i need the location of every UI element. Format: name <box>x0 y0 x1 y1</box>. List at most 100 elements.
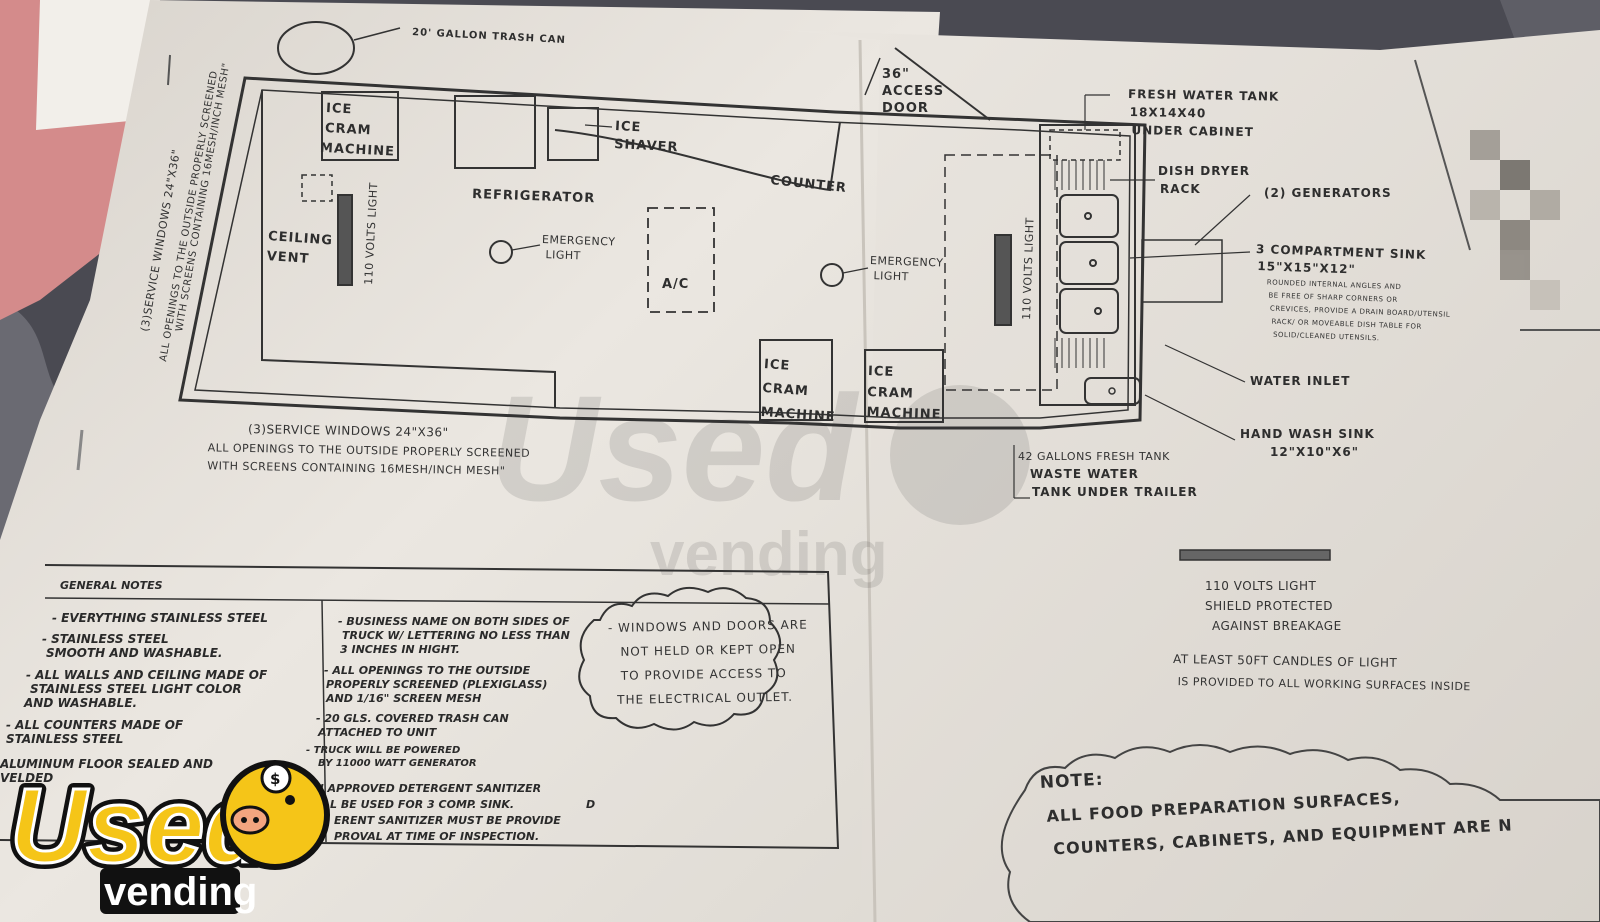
refrigerator-label: REFRIGERATOR <box>472 187 596 206</box>
used-vending-logo: Used Used $ vending <box>4 760 330 914</box>
svg-text:WASTE WATER: WASTE WATER <box>1030 467 1139 481</box>
svg-text:NOT HELD OR KEPT OPEN: NOT HELD OR KEPT OPEN <box>620 642 796 659</box>
ice-cream-machine-2 <box>759 339 833 421</box>
service-windows-bottom-label: (3)SERVICE WINDOWS 24"X36" ALL OPENINGS … <box>207 422 531 477</box>
windows-doors-cloud <box>578 586 781 731</box>
svg-text:SHAVER: SHAVER <box>614 137 679 155</box>
svg-text:AND 1/16" SCREEN MESH: AND 1/16" SCREEN MESH <box>325 692 481 705</box>
floor-plan <box>178 21 1251 499</box>
svg-text:CRAM: CRAM <box>867 385 914 402</box>
svg-text:SMOOTH AND WASHABLE.: SMOOTH AND WASHABLE. <box>46 646 222 660</box>
svg-text:MACHINE: MACHINE <box>760 405 836 425</box>
svg-text:$: $ <box>270 770 280 788</box>
hand-wash-sink <box>1084 377 1141 405</box>
svg-text:36": 36" <box>882 67 910 82</box>
svg-text:CEILING: CEILING <box>268 229 334 248</box>
fresh-water-tank-label: FRESH WATER TANK 18X14X40 UNDER CABINET <box>1128 87 1279 139</box>
generators <box>1141 239 1223 303</box>
svg-text:AT LEAST 50FT CANDLES OF LIGHT: AT LEAST 50FT CANDLES OF LIGHT <box>1173 652 1398 670</box>
staple-top <box>167 54 171 86</box>
svg-text:ICE: ICE <box>326 101 353 117</box>
three-compartment-sink <box>1059 194 1119 334</box>
white-card <box>36 0 160 130</box>
general-notes-col1: - EVERYTHING STAINLESS STEEL - STAINLESS… <box>0 611 268 785</box>
hand-wash-sink-label: HAND WASH SINK 12"X10"X6" <box>1240 427 1375 459</box>
svg-text:- 20 GLS. COVERED TRASH CAN: - 20 GLS. COVERED TRASH CAN <box>316 712 509 725</box>
counter-top <box>554 121 841 192</box>
ceiling-vent-label: CEILING VENT <box>266 229 334 267</box>
svg-text:- WINDOWS AND DOORS ARE: - WINDOWS AND DOORS ARE <box>608 618 808 635</box>
light-fixture-right <box>994 234 1012 326</box>
svg-text:ATTACHED TO UNIT: ATTACHED TO UNIT <box>317 726 438 739</box>
svg-text:12"X10"X6": 12"X10"X6" <box>1270 445 1359 459</box>
counter-left <box>261 90 556 408</box>
svg-text:TRUCK W/ LETTERING NO LESS THA: TRUCK W/ LETTERING NO LESS THAN <box>342 629 570 642</box>
svg-text:CRAM: CRAM <box>762 381 809 399</box>
svg-text:FRESH WATER TANK: FRESH WATER TANK <box>1128 87 1279 104</box>
ceiling-vent-icon <box>301 174 333 202</box>
refrigerator <box>454 95 536 169</box>
svg-text:3 COMPARTMENT SINK: 3 COMPARTMENT SINK <box>1256 242 1427 262</box>
access-door-swing <box>894 47 991 121</box>
candles-note: AT LEAST 50FT CANDLES OF LIGHT IS PROVID… <box>1173 652 1471 693</box>
svg-text:3 INCHES IN HIGHT.: 3 INCHES IN HIGHT. <box>340 643 460 656</box>
svg-text:BY 11000 WATT GENERATOR: BY 11000 WATT GENERATOR <box>318 758 477 769</box>
svg-text:- ALL COUNTERS MADE OF: - ALL COUNTERS MADE OF <box>6 718 184 732</box>
svg-text:ALUMINUM FLOOR SEALED AND: ALUMINUM FLOOR SEALED AND <box>0 757 213 771</box>
svg-text:VENT: VENT <box>266 249 310 267</box>
svg-text:- ALL WALLS AND CEILING MADE O: - ALL WALLS AND CEILING MADE OF <box>26 668 268 682</box>
svg-text:EMERGENCY: EMERGENCY <box>870 254 944 270</box>
dollar-coin-icon <box>260 762 292 794</box>
generators-label: (2) GENERATORS <box>1264 186 1392 200</box>
svg-text:- STAINLESS STEEL: - STAINLESS STEEL <box>42 632 169 646</box>
svg-text:LIGHT: LIGHT <box>873 269 909 283</box>
light-legend-icon <box>1179 549 1331 561</box>
sink-cabinet <box>1039 124 1136 406</box>
trash-can-icon <box>277 21 355 75</box>
svg-text:110 VOLTS LIGHT: 110 VOLTS LIGHT <box>1205 579 1317 593</box>
paper-left <box>0 0 940 922</box>
windows-doors-note: - WINDOWS AND DOORS ARE NOT HELD OR KEPT… <box>608 618 808 707</box>
svg-text:THE ELECTRICAL OUTLET.: THE ELECTRICAL OUTLET. <box>616 690 793 707</box>
svg-text:L BE USED FOR 3 COMP. SINK.: L BE USED FOR 3 COMP. SINK. <box>330 798 514 811</box>
svg-text:AN APPROVED DETERGENT SANITIZE: AN APPROVED DETERGENT SANITIZER <box>305 782 541 795</box>
svg-text:STAINLESS STEEL: STAINLESS STEEL <box>6 732 123 746</box>
svg-text:AND WASHABLE.: AND WASHABLE. <box>23 696 137 710</box>
emergency-light-label-1: EMERGENCY LIGHT <box>542 233 616 262</box>
general-notes-box <box>0 564 840 850</box>
fresh-tank-outline <box>944 154 1058 391</box>
ice-cream-label-1: ICE CRAM MACHINE <box>320 101 396 160</box>
svg-text:IS PROVIDED TO ALL WORKING SUR: IS PROVIDED TO ALL WORKING SURFACES INSI… <box>1178 675 1471 693</box>
svg-text:NOTE:: NOTE: <box>1039 770 1104 793</box>
svg-text:ALL OPENINGS TO THE OUTSIDE PR: ALL OPENINGS TO THE OUTSIDE PROPERLY SCR… <box>208 441 531 460</box>
svg-text:- EVERYTHING STAINLESS STEEL: - EVERYTHING STAINLESS STEEL <box>52 611 268 625</box>
stray-letter: D <box>586 798 595 811</box>
svg-text:vending: vending <box>650 520 888 589</box>
svg-text:UNDER CABINET: UNDER CABINET <box>1131 123 1254 139</box>
svg-text:AGAINST BREAKAGE: AGAINST BREAKAGE <box>1212 619 1342 633</box>
svg-text:- BUSINESS NAME ON BOTH SIDES: - BUSINESS NAME ON BOTH SIDES OF <box>338 615 570 628</box>
svg-text:SHIELD PROTECTED: SHIELD PROTECTED <box>1205 599 1333 613</box>
dish-dryer-rack <box>1054 160 1105 368</box>
svg-text:RACK: RACK <box>1160 182 1201 196</box>
svg-text:MACHINE: MACHINE <box>320 141 396 160</box>
svg-text:STAINLESS STEEL LIGHT COLOR: STAINLESS STEEL LIGHT COLOR <box>30 682 242 696</box>
water-inlet-label: WATER INLET <box>1250 374 1350 388</box>
right-edge-line <box>1414 59 1471 251</box>
ac-label: A/C <box>662 277 689 292</box>
svg-text:ICE: ICE <box>615 119 642 135</box>
ice-shaver-label: ICE SHAVER <box>614 119 679 155</box>
note-cloud <box>1000 744 1600 922</box>
general-notes-col2: - BUSINESS NAME ON BOTH SIDES OF TRUCK W… <box>305 615 570 843</box>
ice-cream-machine-1 <box>321 91 399 161</box>
ice-shaver <box>547 107 599 161</box>
emergency-light-icon-2 <box>820 263 844 287</box>
svg-text:DOOR: DOOR <box>882 101 929 116</box>
ice-cream-machine-3 <box>864 349 944 423</box>
dish-dryer-label: DISH DRYER RACK <box>1158 164 1249 196</box>
svg-text:TO PROVIDE ACCESS TO: TO PROVIDE ACCESS TO <box>620 666 787 683</box>
general-notes-title: GENERAL NOTES <box>60 579 163 592</box>
svg-text:HAND WASH SINK: HAND WASH SINK <box>1240 427 1375 441</box>
light-legend-caption: 110 VOLTS LIGHT SHIELD PROTECTED AGAINST… <box>1205 579 1342 633</box>
